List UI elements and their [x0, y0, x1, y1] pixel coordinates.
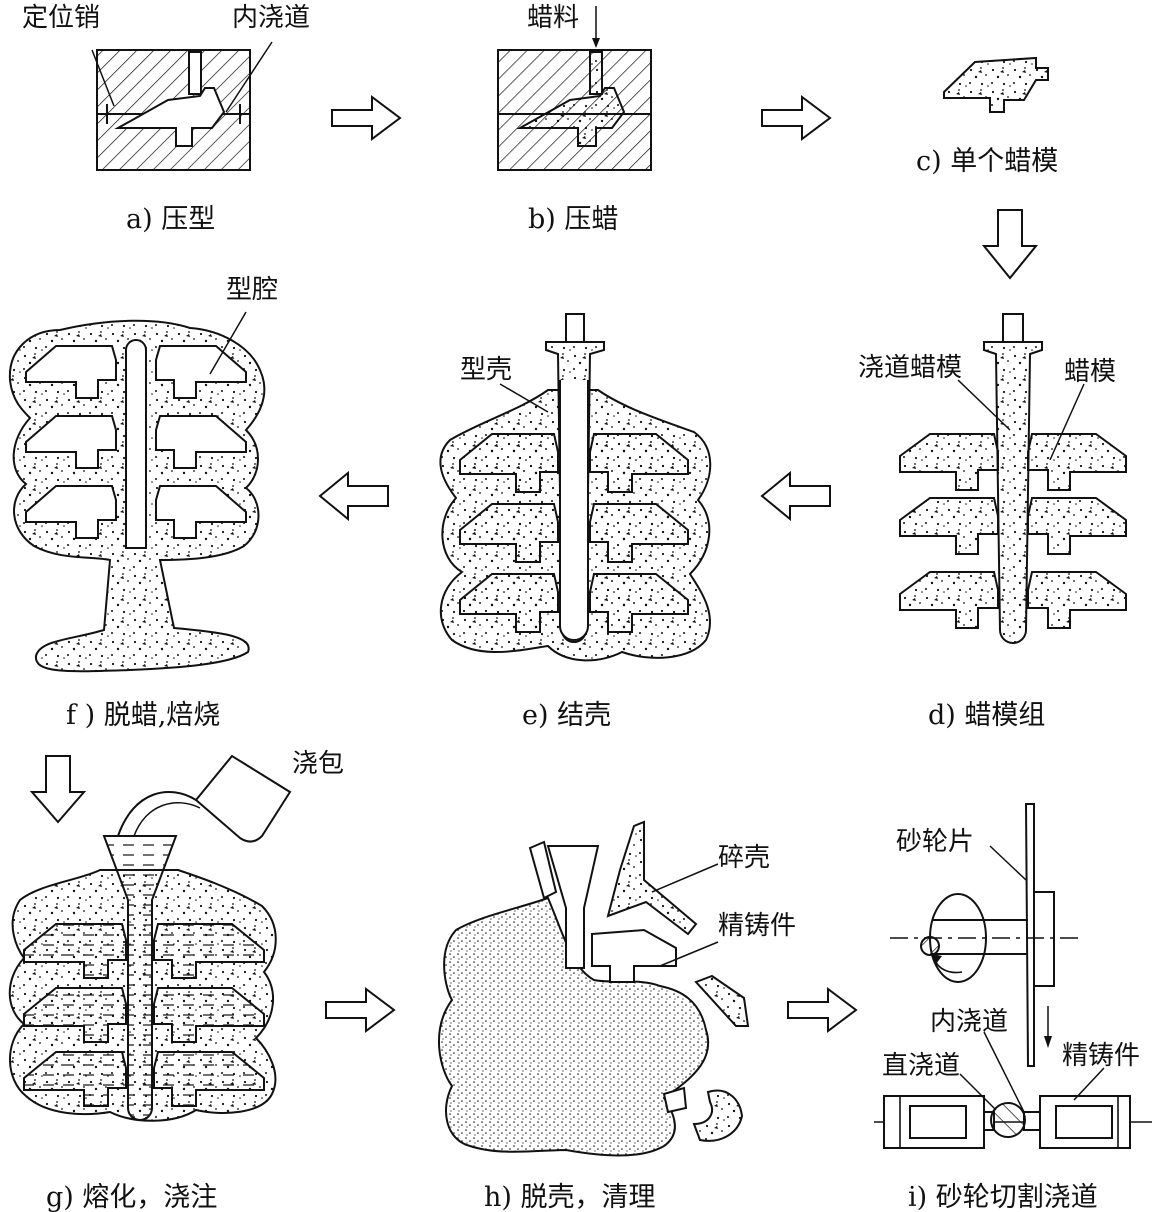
step-i-cutoff: [874, 803, 1152, 1149]
label-shell: 型壳: [460, 355, 512, 385]
caption-b: b) 压蜡: [528, 204, 618, 235]
step-c-single-wax-pattern: [943, 56, 1049, 113]
step-b-wax-injection: [497, 6, 652, 171]
caption-i: i) 砂轮切割浇道: [908, 1182, 1098, 1212]
label-grinding-wheel: 砂轮片: [896, 827, 974, 857]
caption-d: d) 蜡模组: [928, 700, 1045, 731]
grinding-wheel-icon: [1024, 803, 1035, 1067]
arrow-f-to-g: [29, 755, 87, 824]
step-g-pouring: [8, 754, 292, 1122]
label-wax-pattern: 蜡模: [1064, 357, 1116, 387]
step-f-dewax-bake: [8, 311, 266, 673]
arrow-g-to-h: [325, 987, 396, 1033]
label-precision-casting-h: 精铸件: [718, 911, 796, 941]
label-inner-gate-i: 内浇道: [930, 1007, 1008, 1037]
arrow-b-to-c: [761, 95, 832, 141]
arrow-a-to-b: [331, 95, 402, 141]
arrow-d-to-e: [760, 470, 831, 522]
step-h-knockout: [438, 820, 750, 1157]
caption-e: e) 结壳: [522, 700, 611, 731]
label-inner-gate-a: 内浇道: [232, 3, 310, 33]
arrow-h-to-i: [787, 987, 858, 1033]
arrow-e-to-f: [318, 470, 389, 522]
step-d-wax-cluster: [899, 313, 1127, 644]
caption-h: h) 脱壳，清理: [484, 1182, 656, 1212]
caption-c: c) 单个蜡模: [916, 146, 1058, 177]
label-locating-pin: 定位销: [22, 3, 100, 33]
label-sprue: 直浇道: [882, 1051, 960, 1081]
step-a-die: [91, 41, 273, 171]
arrow-c-to-d: [981, 209, 1039, 280]
caption-a: a) 压型: [126, 204, 215, 235]
label-gate-wax-pattern: 浇道蜡模: [858, 353, 962, 383]
label-wax-material: 蜡料: [527, 3, 579, 33]
ladle-icon: [194, 754, 292, 843]
step-e-shell: [439, 313, 712, 662]
label-broken-shell: 碎壳: [718, 843, 770, 873]
caption-g: g) 熔化，浇注: [46, 1182, 217, 1212]
label-precision-casting-i: 精铸件: [1062, 1041, 1140, 1071]
label-cavity: 型腔: [226, 275, 278, 305]
caption-f: f ) 脱蜡,焙烧: [66, 700, 220, 731]
label-ladle: 浇包: [292, 749, 344, 779]
